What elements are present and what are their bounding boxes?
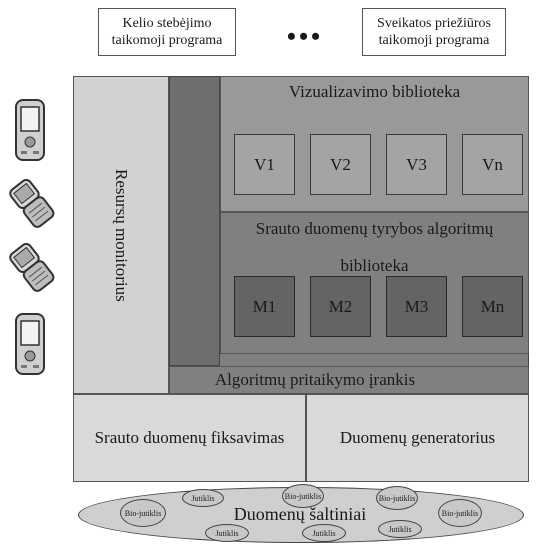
ellipsis: ••• [286,22,324,51]
mining-m1: M1 [234,276,295,337]
resource-monitor-panel: Resursų monitorius [73,76,169,394]
flip-phone-icon [6,240,58,292]
algorithm-tool-panel [169,366,529,394]
app-box-healthcare: Sveikatos priežiūros taikomoji programa [362,8,506,56]
sensor-bio-1: Bio-jutiklis [120,499,166,527]
pda-icon [14,98,46,162]
mining-library-title-line1: Srauto duomenų tyrybos algoritmų [255,219,494,238]
algorithm-tool-label: Algoritmų pritaikymo įrankis [214,370,416,389]
sensor-2: Jutiklis [205,524,249,542]
mining-m3: M3 [386,276,447,337]
visualization-v1: V1 [234,134,295,195]
stream-capture-label: Srauto duomenų fiksavimas [94,428,285,447]
data-sources-label: Duomenų šaltiniai [233,503,367,524]
sensor-3: Jutiklis [302,524,346,542]
sensor-4: Jutiklis [378,520,422,538]
sensor-1: Jutiklis [182,489,224,507]
sensor-bio-2: Bio-jutiklis [282,484,324,508]
visualization-v3: V3 [386,134,447,195]
app-box-movement-monitoring-label: Kelio stebėjimo taikomoji programa [111,16,223,48]
mining-library-title-line2: biblioteka [340,256,409,275]
mining-m2: M2 [310,276,371,337]
app-box-movement-monitoring: Kelio stebėjimo taikomoji programa [98,8,236,56]
sensor-bio-3: Bio-jutiklis [376,486,418,510]
resource-monitor-label: Resursų monitorius [112,168,131,302]
connector-strip [169,76,220,366]
visualization-library-title: Vizualizavimo biblioteka [288,82,461,101]
mining-mn: Mn [462,276,523,337]
data-generator-panel: Duomenų generatorius [306,394,529,482]
app-box-healthcare-label: Sveikatos priežiūros taikomoji programa [377,16,491,48]
stream-capture-panel: Srauto duomenų fiksavimas [73,394,306,482]
pda-icon [14,312,46,376]
flip-phone-icon [6,176,58,228]
sensor-bio-4: Bio-jutiklis [438,499,482,527]
visualization-v2: V2 [310,134,371,195]
visualization-vn: Vn [462,134,523,195]
data-generator-label: Duomenų generatorius [339,428,496,447]
